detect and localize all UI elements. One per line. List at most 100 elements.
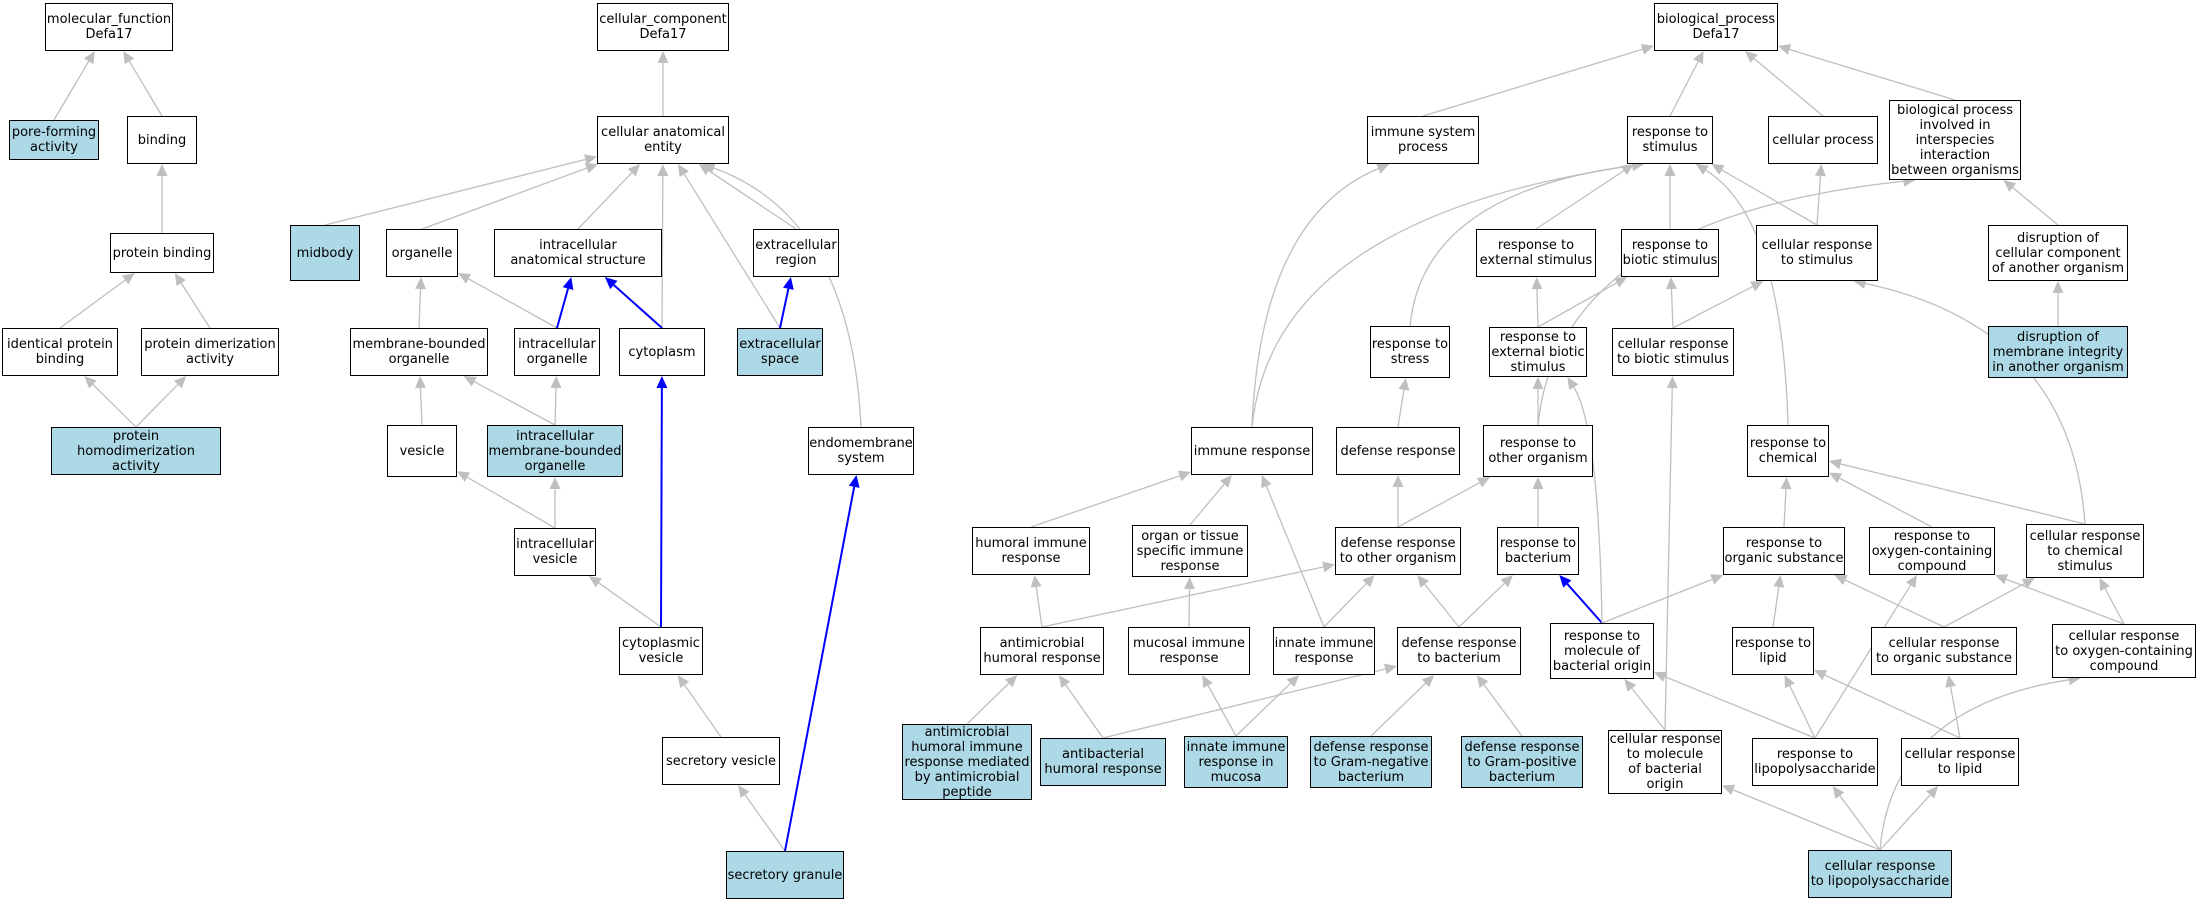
go-term-binding[interactable]: binding [127, 116, 197, 164]
go-term-organelle[interactable]: organelle [386, 229, 458, 277]
go-term-bpinter[interactable]: biological process involved in interspec… [1889, 100, 2021, 180]
go-term-intorg[interactable]: intracellular organelle [514, 328, 600, 376]
go-term-respstim[interactable]: response to stimulus [1627, 116, 1713, 164]
go-term-respext[interactable]: response to external stimulus [1476, 229, 1596, 277]
edge-innate-to-immresp [1265, 485, 1325, 628]
arrowhead-cytoves-to-intves [588, 576, 602, 588]
arrowhead-cellrespchem-to-respchem [1829, 458, 1842, 470]
go-term-resplipid[interactable]: response to lipid [1732, 627, 1814, 675]
go-term-respmol[interactable]: response to molecule of bacterial origin [1550, 623, 1654, 679]
go-term-cellrespmol[interactable]: cellular response to molecule of bacteri… [1608, 730, 1722, 794]
go-term-defgramneg[interactable]: defense response to Gram-negative bacter… [1310, 736, 1432, 788]
go-term-respstress[interactable]: response to stress [1370, 326, 1450, 378]
go-term-antibact[interactable]: antibacterial humoral response [1040, 738, 1166, 786]
go-term-protHomo[interactable]: protein homodimerization activity [51, 427, 221, 475]
go-term-humoral[interactable]: humoral immune response [972, 527, 1090, 575]
go-term-cae[interactable]: cellular anatomical entity [597, 116, 729, 164]
go-term-secves[interactable]: secretory vesicle [662, 737, 780, 785]
arrowhead-antimicro-to-defother [1322, 561, 1335, 573]
go-term-protdimer[interactable]: protein dimerization activity [141, 328, 279, 376]
go-term-cyto[interactable]: cytoplasm [619, 328, 705, 376]
go-term-label: immune system process [1370, 125, 1476, 155]
go-term-defother[interactable]: defense response to other organism [1335, 527, 1461, 575]
go-term-organspec[interactable]: organ or tissue specific immune response [1132, 525, 1248, 577]
arrowhead-cellresplps-to-cellresplipid [1926, 786, 1939, 799]
go-term-innate[interactable]: innate immune response [1273, 627, 1375, 675]
go-term-label: defense response to Gram-negative bacter… [1313, 739, 1429, 785]
arrowhead-humoral-to-immresp [1177, 470, 1191, 482]
arrowhead-antibact-to-defbact [1384, 663, 1397, 675]
go-term-cellrespbio[interactable]: cellular response to biotic stimulus [1612, 328, 1734, 376]
arrowhead-respmol-to-respbact [1559, 575, 1572, 588]
arrowhead-cellrespstim-to-respstim [1711, 164, 1725, 175]
go-term-cellrespchem[interactable]: cellular response to chemical stimulus [2026, 524, 2144, 578]
arrowhead-endo-to-cae [702, 162, 716, 174]
go-term-immresp[interactable]: immune response [1191, 427, 1313, 475]
arrowhead-cellrespmol-to-cellrespbio [1666, 376, 1678, 389]
go-term-antimicropep[interactable]: antimicrobial humoral immune response me… [902, 724, 1032, 800]
go-term-cellresplipid[interactable]: cellular response to lipid [1901, 738, 2019, 786]
arrowhead-cellrespoxy-to-cellrespchem [2099, 578, 2110, 592]
edge-vesicle-to-mbo [419, 387, 423, 426]
go-term-intves[interactable]: intracellular vesicle [514, 528, 596, 576]
go-term-extreg[interactable]: extracellular region [753, 229, 839, 277]
go-term-ias[interactable]: intracellular anatomical structure [494, 229, 662, 277]
edge-cellresplipid-to-cellresporg [1949, 686, 1961, 739]
go-term-extspace[interactable]: extracellular space [737, 328, 823, 376]
edge-secgran-to-secves [744, 794, 786, 852]
go-term-secgran[interactable]: secretory granule [726, 851, 844, 899]
go-term-label: cellular response to biotic stimulus [1617, 337, 1729, 367]
go-term-midbody[interactable]: midbody [290, 225, 360, 281]
arrowhead-secves-to-cytoves [677, 675, 690, 688]
go-term-pore[interactable]: pore-forming activity [9, 120, 99, 160]
go-term-antimicro[interactable]: antimicrobial humoral response [980, 627, 1104, 675]
go-term-cellrespoxy[interactable]: cellular response to oxygen-containing c… [2052, 624, 2196, 678]
go-term-cellrespstim[interactable]: cellular response to stimulus [1756, 225, 1878, 281]
edge-immresp-to-respstim [1251, 165, 1633, 428]
go-term-defgrampos[interactable]: defense response to Gram-positive bacter… [1461, 736, 1583, 788]
arrowhead-imbo-to-mbo [463, 376, 477, 387]
edge-defbact-to-defother [1424, 583, 1460, 628]
go-term-disruptmem[interactable]: disruption of membrane integrity in anot… [1988, 326, 2128, 378]
go-term-respbact[interactable]: response to bacterium [1497, 527, 1579, 575]
go-term-respoxy[interactable]: response to oxygen-containing compound [1869, 527, 1995, 575]
edge-cellresporg-to-resporg [1845, 579, 1945, 628]
go-term-respbio[interactable]: response to biotic stimulus [1621, 229, 1719, 277]
go-term-respextbio[interactable]: response to external biotic stimulus [1489, 327, 1587, 377]
edge-antimicro-to-defother [1041, 566, 1324, 628]
edge-resplps-to-respoxy [1814, 584, 1912, 739]
go-term-innatemuc[interactable]: innate immune response in mucosa [1184, 736, 1288, 788]
go-term-immsys[interactable]: immune system process [1367, 116, 1479, 164]
go-term-imbo[interactable]: intracellular membrane-bounded organelle [487, 425, 623, 477]
arrowhead-extspace-to-cae [677, 164, 689, 178]
go-term-vesicle[interactable]: vesicle [387, 425, 457, 477]
go-term-cellresplps[interactable]: cellular response to lipopolysaccharide [1808, 850, 1952, 898]
go-term-cytoves[interactable]: cytoplasmic vesicle [619, 627, 703, 675]
arrowhead-antimicro-to-humoral [1030, 575, 1042, 588]
go-term-cellresporg[interactable]: cellular response to organic substance [1871, 627, 2017, 675]
go-term-respother[interactable]: response to other organism [1483, 425, 1593, 477]
go-term-label: cellular response to chemical stimulus [2029, 528, 2141, 574]
go-term-cellproc[interactable]: cellular process [1768, 116, 1878, 164]
go-term-resporg[interactable]: response to organic substance [1723, 527, 1845, 575]
go-term-cc[interactable]: cellular_component Defa17 [597, 3, 729, 51]
go-term-mbo[interactable]: membrane-bounded organelle [350, 328, 488, 376]
arrowhead-antimicropep-to-antimicro [1004, 675, 1018, 688]
go-term-label: membrane-bounded organelle [352, 337, 486, 367]
go-term-defresp[interactable]: defense response [1336, 427, 1460, 475]
go-term-resplps[interactable]: response to lipopolysaccharide [1752, 738, 1878, 786]
go-term-disrupt[interactable]: disruption of cellular component of anot… [1988, 225, 2128, 281]
go-term-mf[interactable]: molecular_function Defa17 [45, 3, 173, 51]
go-term-bp[interactable]: biological_process Defa17 [1654, 3, 1778, 51]
edge-innatemuc-to-mucosal [1207, 685, 1237, 737]
go-term-identprot[interactable]: identical protein binding [2, 328, 118, 376]
edge-organelle-to-cae [421, 167, 587, 230]
go-term-respchem[interactable]: response to chemical [1747, 425, 1829, 477]
go-term-protbind[interactable]: protein binding [110, 233, 214, 273]
go-term-endo[interactable]: endomembrane system [808, 427, 914, 475]
go-term-mucosal[interactable]: mucosal immune response [1128, 627, 1250, 675]
go-term-label: innate immune response in mucosa [1186, 739, 1286, 785]
arrowhead-organelle-to-cae [584, 162, 599, 174]
go-term-defbact[interactable]: defense response to bacterium [1397, 627, 1521, 675]
edge-protHomo-to-identprot [92, 383, 137, 428]
